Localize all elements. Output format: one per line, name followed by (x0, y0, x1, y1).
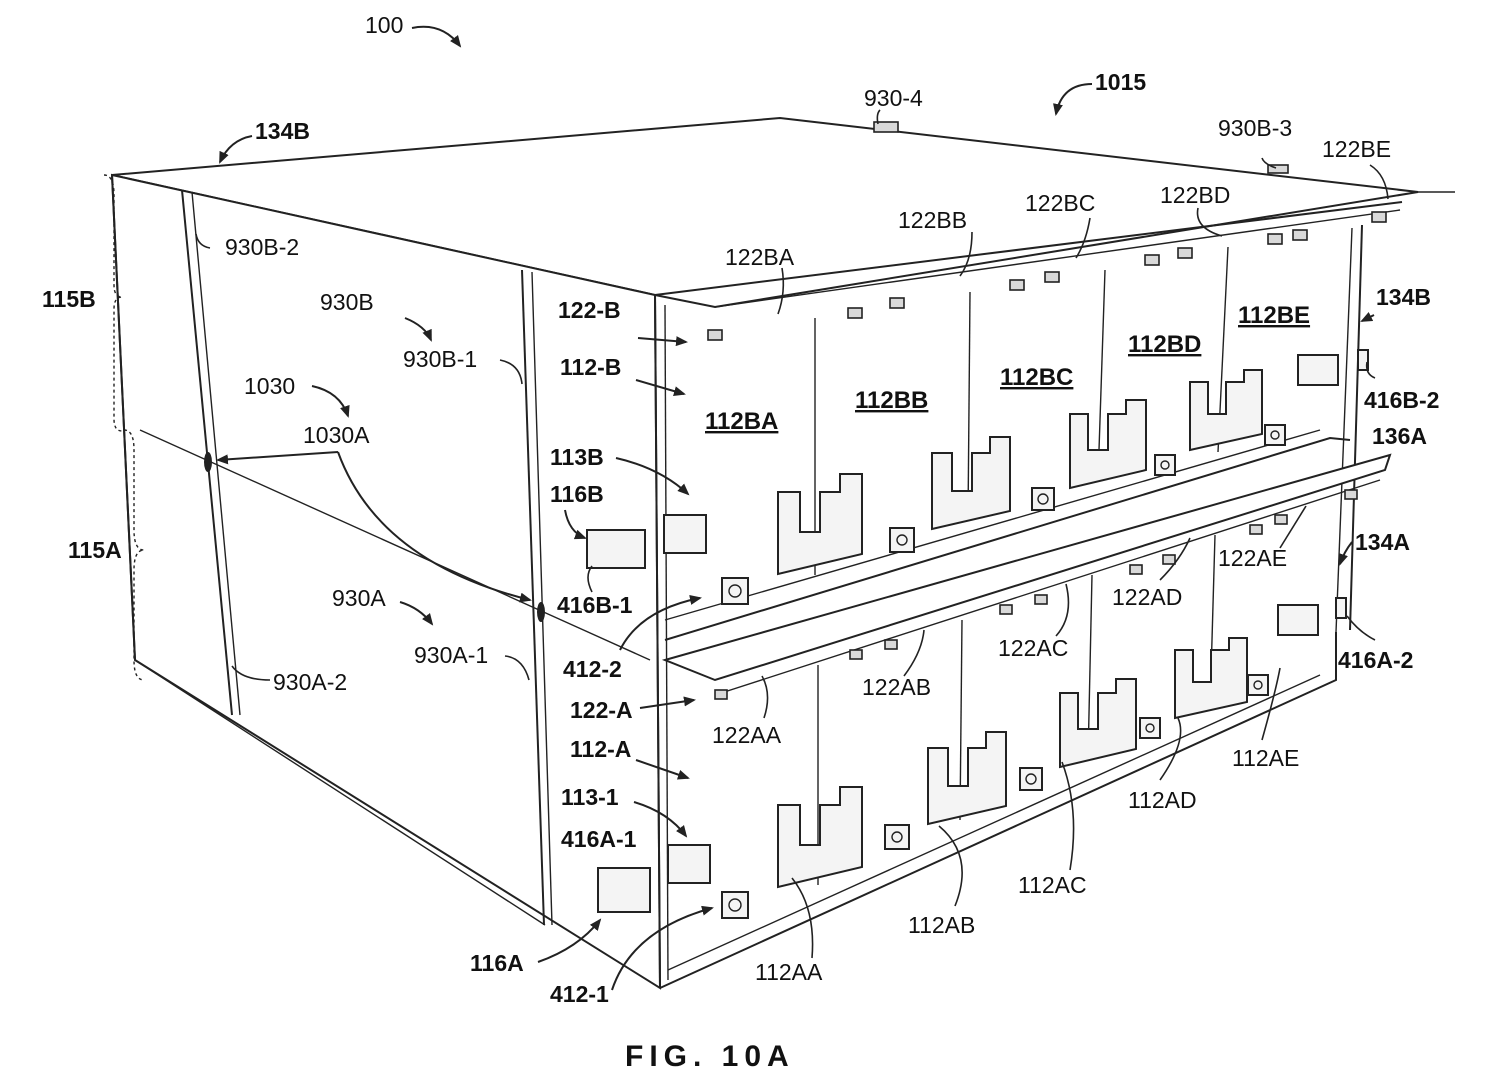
label-122AD: 122AD (1112, 584, 1182, 610)
label-122BB: 122BB (898, 207, 967, 233)
label-112AC: 112AC (1018, 872, 1087, 898)
label-930-4: 930-4 (864, 85, 923, 111)
label-112AB: 112AB (908, 912, 975, 938)
shelf-rail-nubs (715, 490, 1357, 699)
label-416B-2: 416B-2 (1364, 387, 1439, 413)
label-116A: 116A (470, 950, 524, 976)
label-930A-2: 930A-2 (273, 669, 347, 695)
label-122AE: 122AE (1218, 545, 1287, 571)
label-112BB: 112BB (855, 387, 928, 414)
label-412-1: 412-1 (550, 981, 609, 1007)
label-122AA: 122AA (712, 722, 782, 748)
label-930B-2: 930B-2 (225, 234, 299, 260)
lower-u-guides (778, 638, 1247, 887)
label-112BA: 112BA (705, 408, 778, 435)
label-930B-3: 930B-3 (1218, 115, 1292, 141)
label-122AB: 122AB (862, 674, 931, 700)
label-416A-1: 416A-1 (561, 826, 637, 852)
label-134B-top: 134B (255, 118, 310, 144)
label-112AE: 112AE (1232, 745, 1299, 771)
label-112BC: 112BC (1000, 364, 1073, 391)
label-113B: 113B (550, 444, 604, 470)
label-122BA: 122BA (725, 244, 795, 270)
label-122-B: 122-B (558, 297, 621, 323)
label-112-A: 112-A (570, 736, 631, 762)
label-122-A: 122-A (570, 697, 633, 723)
label-112AA: 112AA (755, 959, 823, 985)
label-1030: 1030 (244, 373, 295, 399)
label-122BC: 122BC (1025, 190, 1095, 216)
label-113-1: 113-1 (561, 784, 619, 810)
label-416A-2: 416A-2 (1338, 647, 1413, 673)
label-116B: 116B (550, 481, 604, 507)
label-100: 100 (365, 12, 403, 38)
label-112-B: 112-B (560, 354, 621, 380)
label-122AC: 122AC (998, 635, 1068, 661)
label-1015: 1015 (1095, 69, 1146, 95)
label-134A: 134A (1355, 529, 1410, 555)
label-112AD: 112AD (1128, 787, 1197, 813)
label-112BD: 112BD (1128, 331, 1201, 358)
label-134B-right: 134B (1376, 284, 1431, 310)
label-122BE: 122BE (1322, 136, 1391, 162)
label-115B: 115B (42, 286, 96, 312)
label-930B-1: 930B-1 (403, 346, 477, 372)
label-115A: 115A (68, 537, 122, 563)
label-930A-1: 930A-1 (414, 642, 488, 668)
upper-u-guides (778, 370, 1262, 574)
figure-caption: FIG. 10A (625, 1040, 795, 1069)
label-112BE: 112BE (1238, 302, 1310, 329)
label-416B-1: 416B-1 (557, 592, 633, 618)
label-136A: 136A (1372, 423, 1427, 449)
label-930B: 930B (320, 289, 374, 315)
label-122BD: 122BD (1160, 182, 1230, 208)
label-412-2: 412-2 (563, 656, 622, 682)
label-1030A: 1030A (303, 422, 370, 448)
label-930A: 930A (332, 585, 386, 611)
